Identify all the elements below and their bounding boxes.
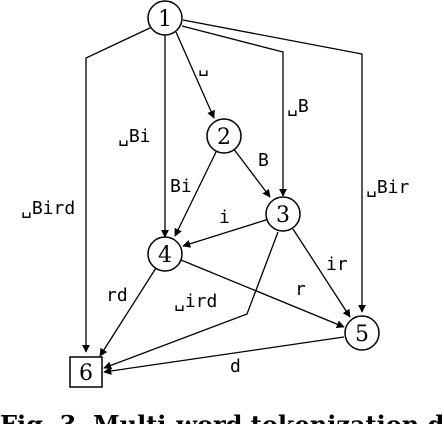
edge-label-1-6: ␣Bird: [21, 198, 75, 219]
edge-label-3-6: ␣ird: [174, 291, 217, 312]
edge-label-3-5: ir: [326, 254, 348, 275]
node-5-label: 5: [355, 322, 369, 347]
edge-label-1-4: ␣Bi: [118, 126, 151, 147]
edge-label-2-4: Bi: [170, 176, 192, 197]
edge-1-3: [181, 25, 287, 197]
edge-4-5: [180, 259, 345, 328]
edge-2-3: [232, 147, 271, 198]
node-3-label: 3: [276, 203, 290, 228]
edge-label-1-2: ␣: [198, 56, 209, 77]
edge-2-4: [174, 149, 218, 237]
edge-1-6: [82, 26, 153, 353]
edge-labels: ␣ ␣B ␣Bi ␣Bir ␣Bird B Bi i ir ␣ird r rd …: [21, 56, 410, 377]
node-4-label: 4: [158, 243, 172, 268]
edge-3-5: [292, 228, 351, 318]
node-2: 2: [206, 118, 242, 154]
edge-1-2: [175, 31, 215, 119]
node-5: 5: [344, 315, 380, 351]
node-6: 6: [69, 356, 103, 388]
edge-label-3-4: i: [219, 207, 230, 228]
nodes: 1 2 3 4 5 6: [69, 0, 380, 388]
edge-4-6: [99, 267, 157, 357]
edge-label-5-6: d: [230, 356, 241, 377]
node-1-label: 1: [158, 7, 172, 32]
edge-3-4: [182, 218, 270, 248]
node-4: 4: [147, 236, 183, 272]
edge-label-4-5: r: [295, 279, 306, 300]
figure-caption: Fig. 3. Multi-word tokenization diagram …: [0, 410, 444, 424]
edge-label-1-5: ␣Bir: [366, 177, 410, 198]
edge-3-6: [103, 231, 279, 370]
node-3: 3: [265, 196, 301, 232]
node-2-label: 2: [217, 125, 231, 150]
edges: [82, 19, 366, 375]
edge-5-6: [103, 336, 345, 375]
edge-1-5: [182, 19, 366, 313]
edge-label-4-6: rd: [106, 285, 128, 306]
edge-label-1-3: ␣B: [287, 96, 309, 117]
node-6-label: 6: [79, 361, 93, 386]
edge-label-2-3: B: [258, 150, 269, 171]
node-1: 1: [147, 0, 183, 36]
